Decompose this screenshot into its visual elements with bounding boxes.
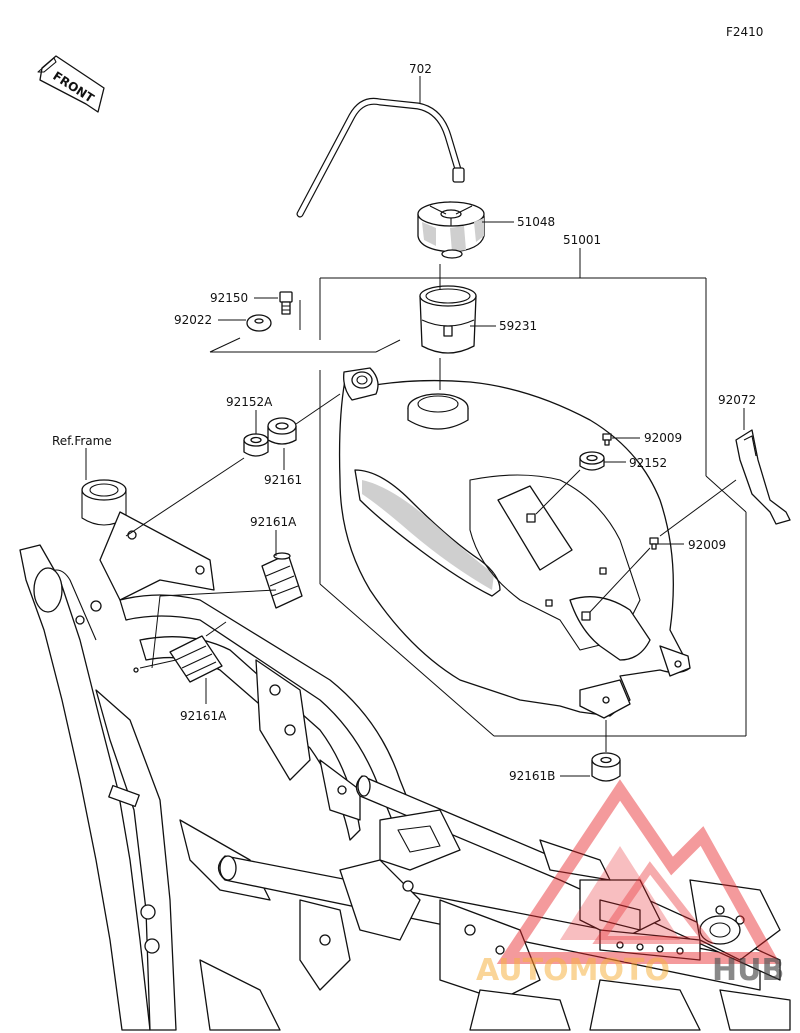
- automotohub-watermark: AUTOMOTO HUB: [476, 779, 784, 988]
- breather-hose: [296, 97, 465, 218]
- label-92152A: 92152A: [226, 395, 273, 409]
- damper-92161A-top: [261, 552, 303, 609]
- label-92150: 92150: [210, 291, 248, 305]
- label-92161: 92161: [264, 473, 302, 487]
- collar-92152A: [243, 433, 269, 457]
- fuel-filter: [419, 285, 477, 354]
- grommet-92161: [267, 417, 297, 445]
- label-ref-frame: Ref.Frame: [52, 434, 112, 448]
- label-702: 702: [409, 62, 432, 76]
- label-92161A-bottom: 92161A: [180, 709, 227, 723]
- label-92161B: 92161B: [509, 769, 555, 783]
- label-51001: 51001: [563, 233, 601, 247]
- label-92009-lower: 92009: [688, 538, 726, 552]
- washer-92022: [246, 314, 272, 332]
- part-labels: 702 51048 51001 92150 92022 59231 92152A…: [52, 62, 756, 783]
- fuel-cap: [417, 201, 485, 259]
- damper-92161A-bottom: [169, 635, 223, 683]
- label-92152: 92152: [629, 456, 667, 470]
- watermark-text-automoto: AUTOMOTO: [476, 953, 670, 988]
- label-92022: 92022: [174, 313, 212, 327]
- front-arrow-icon: FRONT: [37, 55, 105, 113]
- screw-92009-upper: [602, 433, 612, 446]
- grommet-92161B: [591, 752, 621, 782]
- figure-code: F2410: [726, 25, 763, 39]
- label-51048: 51048: [517, 215, 555, 229]
- label-92072: 92072: [718, 393, 756, 407]
- label-59231: 59231: [499, 319, 537, 333]
- leader-lines: [85, 76, 747, 777]
- label-92161A-top: 92161A: [250, 515, 297, 529]
- collar-92152: [579, 451, 605, 471]
- watermark-text-hub: HUB: [712, 953, 784, 988]
- mountain-logo-icon: [496, 779, 781, 964]
- label-92009-upper: 92009: [644, 431, 682, 445]
- frame-drawing: [19, 479, 791, 1031]
- bolt-92150: [279, 291, 293, 315]
- band-92072: [735, 429, 791, 525]
- fuel-tank: [338, 367, 691, 719]
- screw-92009-lower: [649, 537, 659, 550]
